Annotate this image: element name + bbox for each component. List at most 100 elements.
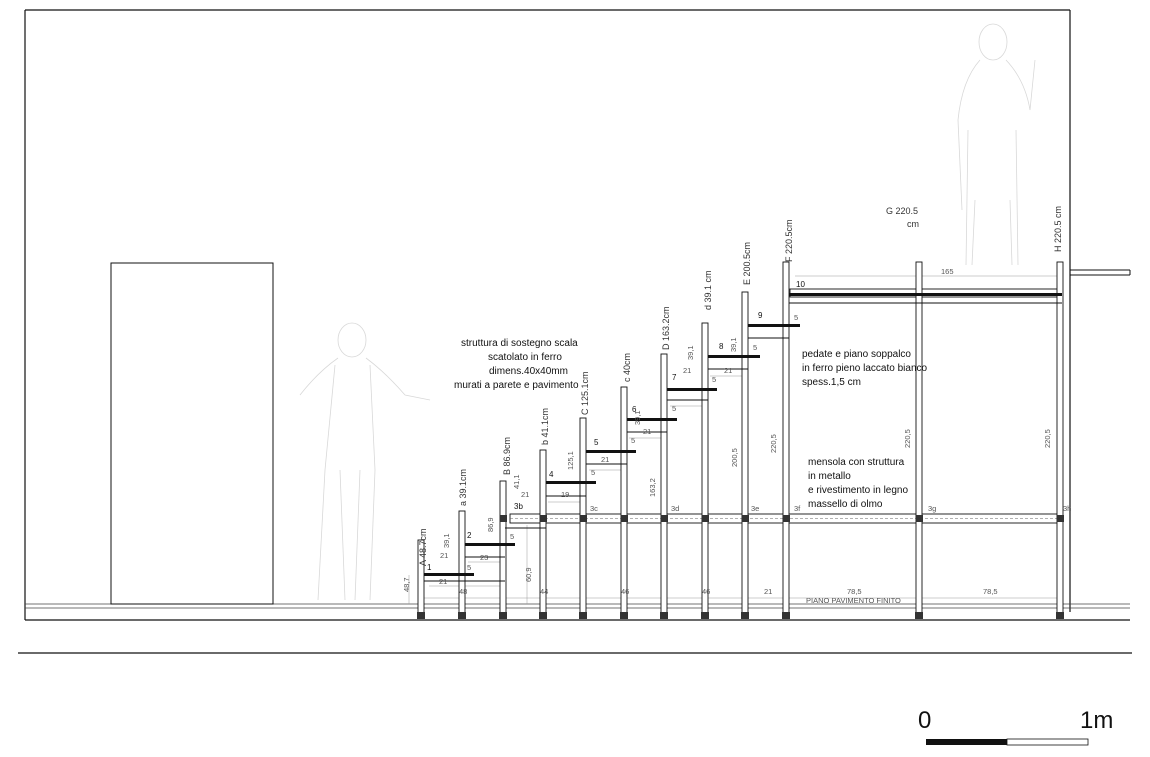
- small-dimension: 5: [510, 532, 514, 541]
- shelf-joint: [1057, 515, 1064, 522]
- step-number: 7: [672, 373, 677, 382]
- vertical-dimension: 220,5: [1043, 429, 1052, 448]
- vertical-dimension: 220,5: [903, 429, 912, 448]
- dimension-value: 78,5: [847, 587, 862, 596]
- vertical-dimension: 220,5: [769, 434, 778, 453]
- floor-anchor: [539, 612, 547, 619]
- dimension-guides: [408, 275, 1060, 604]
- human-figure-right: [957, 23, 1036, 266]
- step-number: 9: [758, 311, 763, 320]
- riser-dimension: 39,1: [729, 337, 738, 352]
- floor-anchor: [660, 612, 668, 619]
- step-number: 4: [549, 470, 554, 479]
- annotation-line: dimens.40x40mm: [489, 366, 568, 377]
- floor-slab: [18, 603, 1132, 654]
- dimension-value: 46: [621, 587, 629, 596]
- section-frame: [24, 9, 1130, 621]
- riser-dimension: 39,1: [686, 345, 695, 360]
- shelf-code: 3e: [751, 504, 759, 513]
- support-post: [741, 291, 749, 615]
- post-label-A: A 48.7cm: [418, 528, 428, 566]
- small-dimension: 5: [672, 404, 676, 413]
- floor-anchor: [579, 612, 587, 619]
- post-label-G-line2: cm: [907, 219, 919, 229]
- tread-dimension: 21: [643, 427, 651, 436]
- human-figure-left: [299, 322, 431, 601]
- step-number: 6: [632, 405, 637, 414]
- riser-dimension: 39,1: [442, 533, 451, 548]
- step-number: 8: [719, 342, 724, 351]
- shelf-code: 3h: [1063, 504, 1071, 513]
- shelf-code: 3c: [590, 504, 598, 513]
- support-post: [915, 261, 923, 615]
- scale-bar-white: [1006, 738, 1089, 746]
- shelf-code: 3f: [794, 504, 801, 513]
- tread-dimension: 21: [724, 366, 732, 375]
- vertical-dimension: 60,9: [524, 567, 533, 582]
- post-label-G-line1: G 220.5: [886, 206, 918, 216]
- dimension-value: 78,5: [983, 587, 998, 596]
- tread-dimension: 21: [439, 577, 447, 586]
- post-label-D: D 163.2cm: [661, 306, 671, 350]
- riser-dimension: 39,1: [633, 410, 642, 425]
- floor-anchor: [701, 612, 709, 619]
- dimension-value: 21: [764, 587, 772, 596]
- shelf-joint-group: [500, 515, 1064, 522]
- floor-anchor: [620, 612, 628, 619]
- step-number: 10: [796, 280, 805, 289]
- riser-dimension: 41,1: [512, 474, 521, 489]
- tread-plate: [586, 450, 636, 453]
- support-post: [499, 480, 507, 615]
- post-labels: A 48.7cm a 39.1cm B 86.9cm b 41.1cm C 12…: [418, 206, 1063, 566]
- support-post: [782, 261, 790, 615]
- floor-anchor: [915, 612, 923, 619]
- step-number: 2: [467, 531, 472, 540]
- scale-start-label: 0: [918, 707, 931, 734]
- annotation-line: massello di olmo: [808, 499, 883, 510]
- annotation-line: mensola con struttura: [808, 457, 905, 468]
- annotation-shelf: mensola con struttura in metallo e rives…: [808, 457, 908, 510]
- shelf-joint: [540, 515, 547, 522]
- annotation-line: struttura di sostegno scala: [461, 338, 578, 349]
- bottom-dimensions: 48 44 46 46 21 78,5 78,5 165: [459, 267, 998, 596]
- annotation-structure: struttura di sostegno scala scatolato in…: [454, 338, 579, 391]
- shelf-joint: [742, 515, 749, 522]
- step-number: 5: [594, 438, 599, 447]
- post-label-d: d 39.1 cm: [703, 270, 713, 310]
- vertical-dimension: 163,2: [648, 478, 657, 497]
- tread-dimensions: 21 23 21 19 21 21 21 21 21 5 5 5 5 5 5 5…: [439, 313, 798, 586]
- support-post: [1056, 261, 1064, 615]
- shelf-joint: [702, 515, 709, 522]
- annotation-line: in metallo: [808, 471, 851, 482]
- dimension-value: 48: [459, 587, 467, 596]
- post-label-H: H 220.5 cm: [1053, 206, 1063, 252]
- step-numbers: 1 2 3b 4 5 6 7 8 9 10: [427, 280, 805, 572]
- shelf-code: 3d: [671, 504, 679, 513]
- tread-dimension: 21: [521, 490, 529, 499]
- tread-plate: [627, 418, 677, 421]
- floor-label: PIANO PAVIMENTO FINITO: [806, 596, 901, 605]
- shelf-joint: [580, 515, 587, 522]
- step-number: 3b: [514, 502, 523, 511]
- wall-ledge: [1070, 269, 1131, 276]
- floor-anchor: [1056, 612, 1064, 619]
- post-label-C: C 125.1cm: [580, 371, 590, 415]
- tread-dimension: 23: [480, 553, 488, 562]
- floor-anchor: [417, 612, 425, 619]
- support-post: [620, 386, 628, 615]
- small-dimension: 5: [712, 375, 716, 384]
- small-dimension: 5: [753, 343, 757, 352]
- tread-plate: [748, 324, 800, 327]
- floor-anchor: [458, 612, 466, 619]
- small-dimension: 5: [591, 468, 595, 477]
- post-label-B: B 86.9cm: [502, 437, 512, 475]
- shelf-joint: [621, 515, 628, 522]
- small-dimension: 5: [467, 563, 471, 572]
- step-number: 1: [427, 563, 432, 572]
- tread-plate: [465, 543, 515, 546]
- annotation-line: in ferro pieno laccato bianco: [802, 363, 928, 374]
- tread-plate: [424, 573, 474, 576]
- tread-group: [424, 293, 1062, 576]
- door-outline: [110, 262, 274, 605]
